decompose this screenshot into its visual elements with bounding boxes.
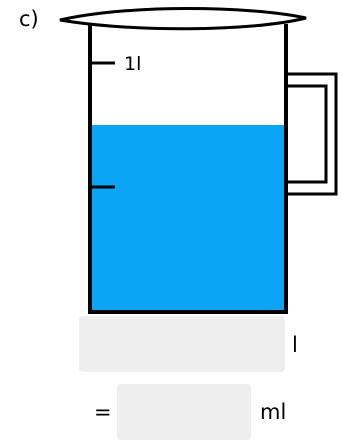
jug-handle-outer xyxy=(287,74,336,194)
scale-label-1l: 1l xyxy=(124,53,141,75)
jug-handle-inner xyxy=(287,86,326,182)
jug-rim xyxy=(60,9,306,29)
equals-sign: = xyxy=(94,399,112,425)
milliliters-unit-label: ml xyxy=(260,399,286,425)
liters-answer-input[interactable] xyxy=(79,316,285,372)
water-fill xyxy=(90,125,286,312)
milliliters-answer-input[interactable] xyxy=(117,384,251,440)
liters-unit-label: l xyxy=(292,332,298,358)
